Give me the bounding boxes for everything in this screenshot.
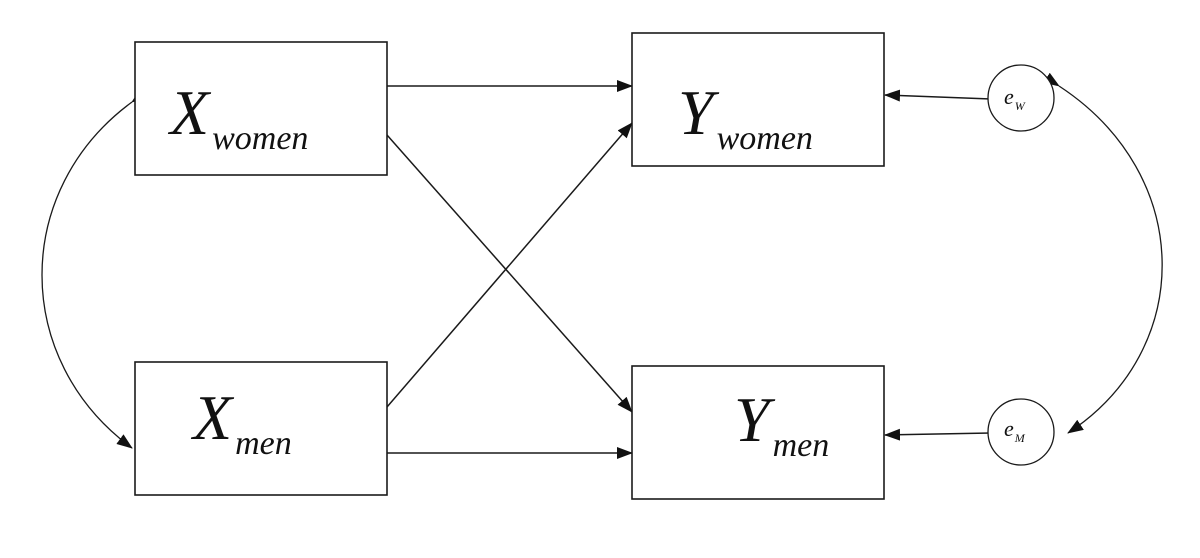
covariance-x-curve	[41, 88, 148, 449]
error-e-w-letter: e	[1004, 84, 1014, 109]
error-e-m-letter: e	[1004, 416, 1014, 441]
covariance-e-curve	[1043, 72, 1163, 434]
svg-text:eW: eW	[1004, 84, 1026, 113]
node-x-women: Xwomen	[134, 41, 388, 176]
node-y-men-subscript: men	[773, 427, 830, 464]
node-x-men: Xmen	[134, 361, 388, 496]
error-e-w-subscript: W	[1015, 99, 1026, 113]
node-y-women: Ywomen	[631, 32, 885, 167]
svg-text:Xwomen: Xwomen	[167, 77, 308, 157]
svg-text:Ywomen: Ywomen	[678, 77, 813, 157]
edge-em-ymen	[884, 428, 992, 441]
edge-xmen-ywomen	[386, 122, 633, 408]
edge-ew-ywomen	[884, 89, 992, 102]
svg-text:Ymen: Ymen	[734, 384, 829, 464]
node-x-men-subscript: men	[235, 425, 292, 462]
node-x-women-subscript: women	[212, 120, 308, 157]
error-e-w: eW	[987, 64, 1055, 132]
svg-text:eM: eM	[1004, 416, 1026, 445]
node-x-women-letter: X	[167, 77, 212, 148]
edge-xwomen-ymen	[386, 134, 633, 413]
node-y-women-letter: Y	[678, 77, 720, 148]
node-x-men-letter: X	[190, 382, 235, 453]
error-e-m: eM	[987, 398, 1055, 466]
svg-text:Xmen: Xmen	[190, 382, 292, 462]
node-y-men: Ymen	[631, 365, 885, 500]
node-y-men-letter: Y	[734, 384, 776, 455]
node-y-women-subscript: women	[717, 120, 813, 157]
error-e-m-subscript: M	[1014, 431, 1026, 445]
